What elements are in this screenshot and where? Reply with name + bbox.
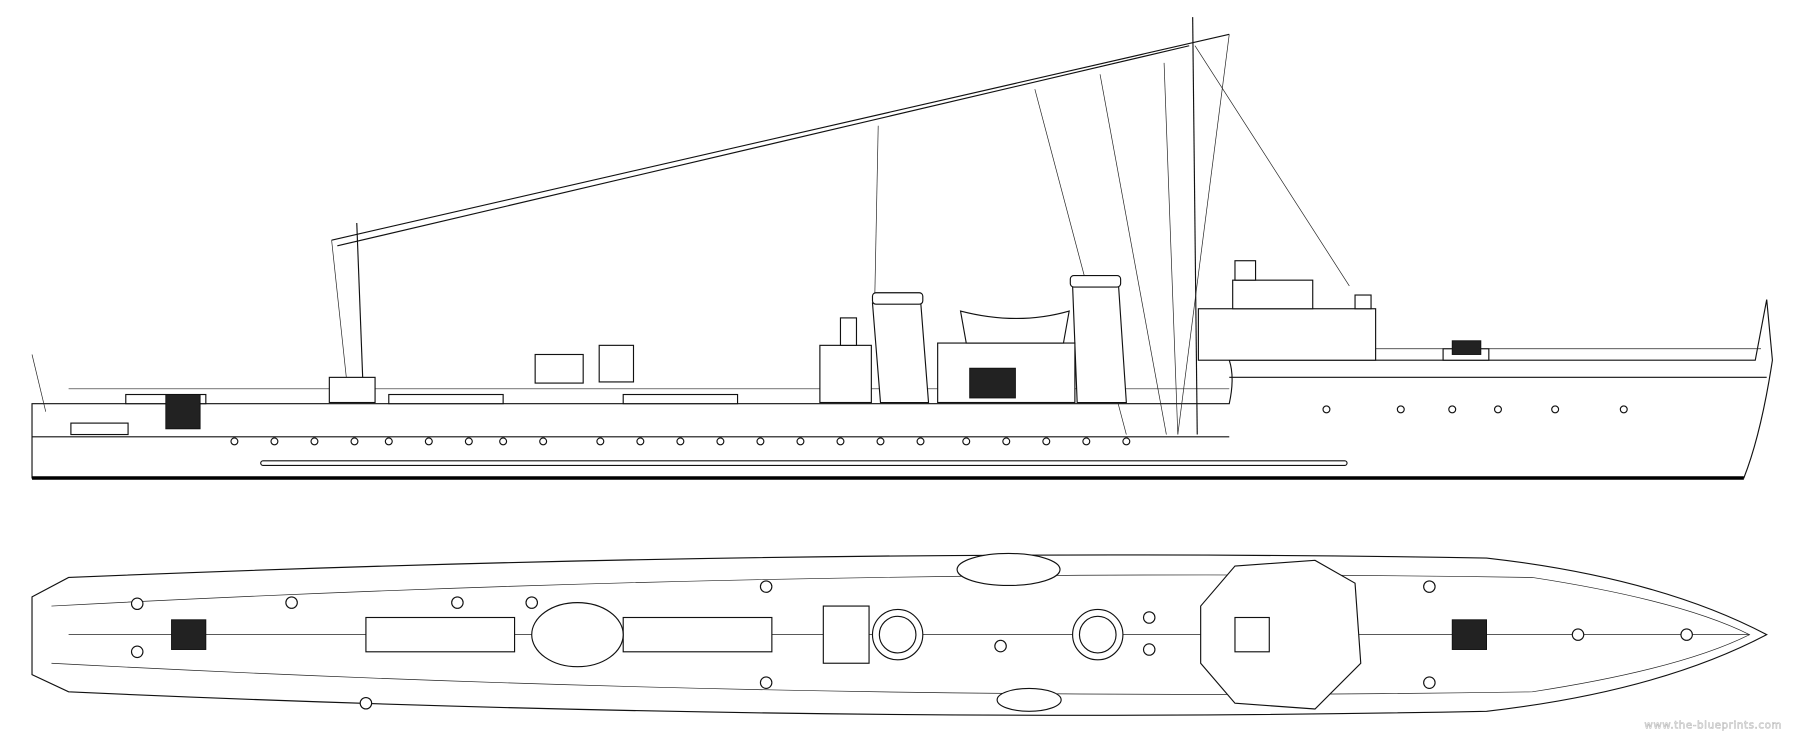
porthole [1448,405,1457,414]
watermark: www.the-blueprints.com [1644,719,1782,731]
porthole [1122,437,1131,446]
porthole [1396,405,1405,414]
porthole [596,437,605,446]
porthole [310,437,319,446]
porthole [1082,437,1091,446]
plan-guns [171,619,1488,650]
porthole [1002,437,1011,446]
deck-fitting [130,597,144,611]
porthole [424,437,433,446]
deck-fitting [451,596,464,609]
deck-fitting [285,596,298,609]
hull-profile [31,299,1773,480]
porthole [230,437,239,446]
porthole [270,437,279,446]
deck-fitting [759,580,773,593]
deck-fitting [1423,676,1436,689]
deck-fitting [1423,580,1436,593]
deck-fitting [525,596,539,609]
deck-fitting [1142,611,1156,624]
porthole [1619,405,1628,414]
masts-and-rigging [331,17,1350,435]
plan-boats [956,552,1062,712]
deck-fitting [1142,643,1156,656]
deck-fitting [759,676,773,689]
funnels [871,275,1127,404]
guns-and-torpedo-tubes [70,340,1490,436]
plan-funnels [871,608,1124,661]
midship-deckhouse [819,310,1076,404]
porthole [539,437,548,446]
porthole [796,437,805,446]
plan-view [31,552,1768,716]
porthole [876,437,885,446]
porthole [676,437,685,446]
deck-fitting [1680,628,1693,641]
deck-fitting [130,645,144,659]
porthole [916,437,925,446]
porthole [716,437,725,446]
porthole [499,437,508,446]
deck-fitting [359,696,373,710]
porthole [636,437,645,446]
plan-bridge [1200,559,1362,710]
deck-fitting [994,639,1007,653]
porthole [756,437,765,446]
deck-fitting [1571,628,1585,641]
deck-fittings [130,580,1693,710]
porthole [464,437,473,446]
porthole [1493,405,1502,414]
side-elevation-view [31,17,1773,480]
porthole [1042,437,1051,446]
plan-torpedo-tubes [365,602,870,668]
bridge [1197,260,1377,361]
porthole [1322,405,1331,414]
porthole [836,437,845,446]
porthole [962,437,971,446]
porthole [350,437,359,446]
porthole [384,437,393,446]
portholes [230,405,1628,446]
porthole [1551,405,1560,414]
